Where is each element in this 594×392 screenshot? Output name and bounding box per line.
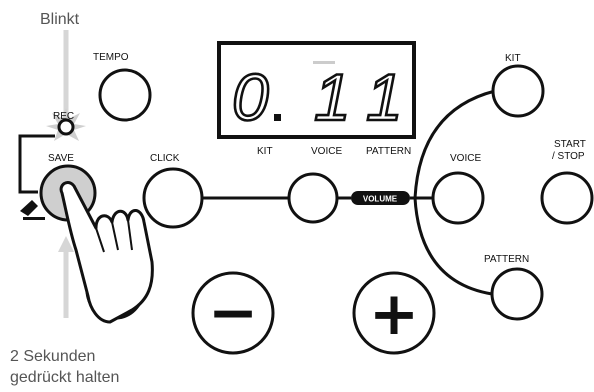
display-indicator	[313, 61, 335, 64]
tempo-label: TEMPO	[93, 52, 129, 63]
click-button[interactable]	[142, 167, 204, 229]
plus-symbol: +	[369, 279, 419, 349]
minus-button[interactable]: −	[191, 271, 275, 355]
kit-button[interactable]	[491, 64, 545, 118]
connecting-lines	[18, 89, 496, 296]
rec-led	[46, 108, 86, 141]
annotation-hold-line2: gedrückt halten	[10, 369, 119, 386]
display-digit-1: 0	[232, 60, 269, 134]
rec-label: REC	[53, 111, 74, 122]
annotation-hold-line1: 2 Sekunden	[10, 348, 95, 365]
start-stop-label-line2: / STOP	[552, 151, 585, 162]
start-stop-button[interactable]	[540, 171, 594, 225]
pattern-label: PATTERN	[484, 254, 529, 265]
display-label-pattern: PATTERN	[366, 146, 411, 157]
plus-button[interactable]: +	[352, 271, 436, 355]
tempo-button[interactable]	[98, 68, 152, 122]
display-frame	[217, 41, 416, 139]
display-label-kit: KIT	[257, 146, 273, 157]
save-label: SAVE	[48, 153, 74, 164]
pattern-button[interactable]	[490, 267, 544, 321]
minus-symbol: −	[208, 278, 258, 348]
guide-arrows	[58, 30, 74, 318]
edit-icon	[20, 200, 45, 220]
start-stop-label-line1: START	[554, 139, 586, 150]
click-label: CLICK	[150, 153, 180, 164]
volume-label: VOLUME	[363, 195, 398, 204]
voice-volume-button[interactable]	[287, 172, 339, 224]
voice-button[interactable]	[431, 171, 485, 225]
voice-label: VOICE	[450, 153, 481, 164]
annotation-blinking: Blinkt	[40, 11, 80, 28]
display-digit-3: 1	[366, 60, 403, 134]
pressing-hand-icon	[59, 181, 154, 324]
display-decimal-point	[274, 114, 281, 121]
kit-label: KIT	[505, 53, 521, 64]
display-digit-2: 1	[314, 60, 351, 134]
led-display: 0 1 1	[217, 41, 416, 139]
volume-indicator: VOLUME	[351, 191, 410, 205]
display-label-voice: VOICE	[311, 146, 342, 157]
